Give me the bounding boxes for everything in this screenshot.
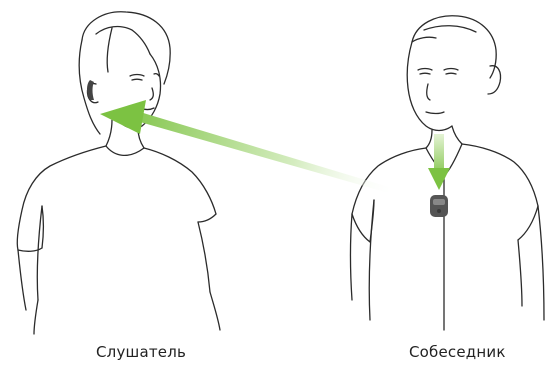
listener-figure [17,12,220,334]
voice-pickup-arrow [428,134,450,190]
speaker-label: Собеседник [409,343,506,361]
listener-label: Слушатель [96,343,186,361]
microphone-device-icon [430,195,448,217]
